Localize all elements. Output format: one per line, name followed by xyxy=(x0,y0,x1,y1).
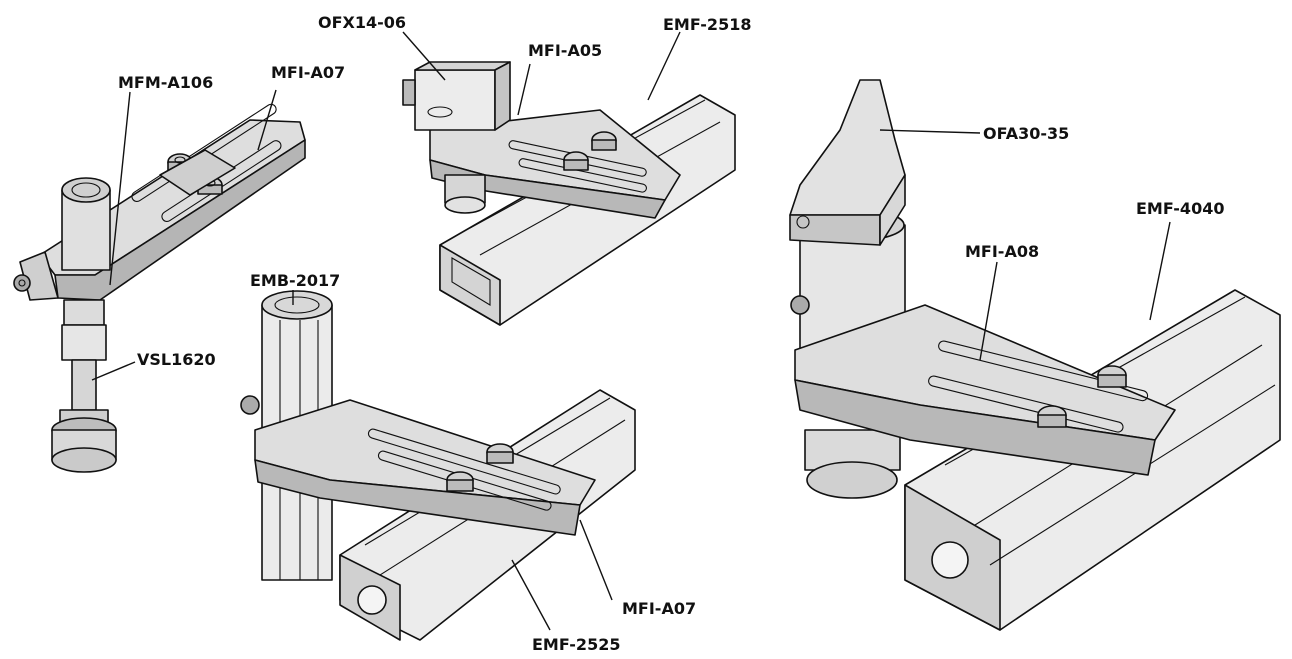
screw xyxy=(486,443,514,464)
label-emf-2525: EMF-2525 xyxy=(532,635,620,654)
assembly-mfi-a05-ofx14-06 xyxy=(402,61,736,326)
screw xyxy=(1097,365,1127,388)
label-vsl1620: VSL1620 xyxy=(137,350,216,369)
sensor-ofa30-35 xyxy=(789,79,906,216)
assembly-mfi-a07-vsl1620 xyxy=(13,103,306,473)
label-mfm-a106: MFM-A106 xyxy=(118,73,213,92)
label-ofx14-06: OFX14-06 xyxy=(318,13,406,32)
leader-lines xyxy=(91,31,1171,631)
label-emb-2017: EMB-2017 xyxy=(250,271,340,290)
screw xyxy=(591,131,617,151)
label-mfi-a07-top: MFI-A07 xyxy=(271,63,345,82)
label-emf-2518: EMF-2518 xyxy=(663,15,751,34)
assembly-mfi-a08-ofa30-35 xyxy=(789,79,1281,631)
label-mfi-a05: MFI-A05 xyxy=(528,41,602,60)
sensor-ofx14-06 xyxy=(414,69,496,131)
label-emf-4040: EMF-4040 xyxy=(1136,199,1224,218)
label-ofa30-35: OFA30-35 xyxy=(983,124,1069,143)
label-mfi-a07-bottom: MFI-A07 xyxy=(622,599,696,618)
assembly-mfi-a07-emb-2017 xyxy=(240,290,636,641)
label-mfi-a08: MFI-A08 xyxy=(965,242,1039,261)
screw xyxy=(563,151,589,171)
screw xyxy=(446,471,474,492)
screw xyxy=(1037,405,1067,428)
